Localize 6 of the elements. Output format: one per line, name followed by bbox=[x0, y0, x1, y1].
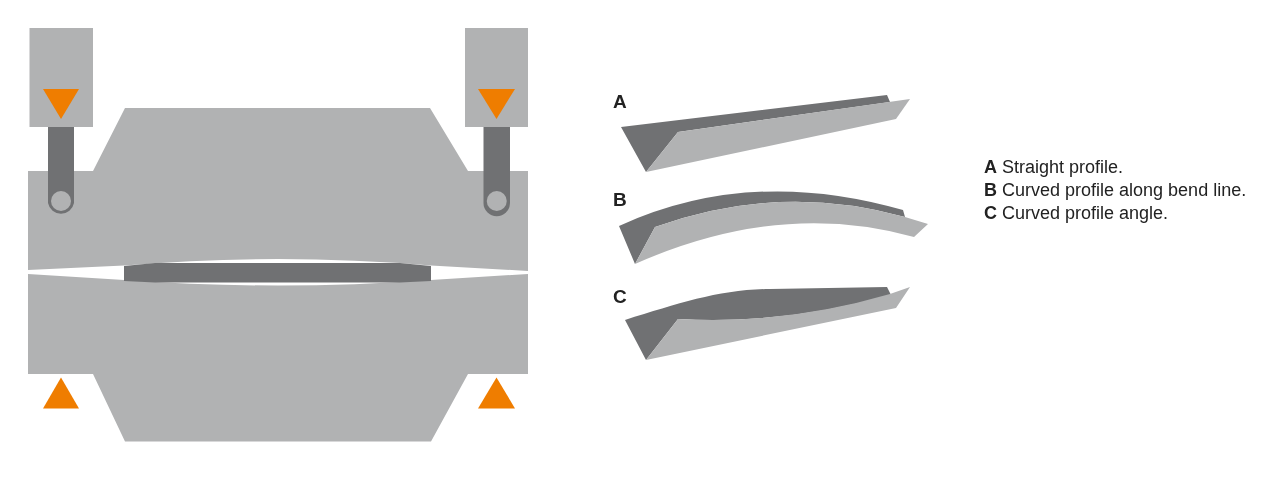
profile-letter: B bbox=[613, 190, 627, 209]
legend-text: C Curved profile angle. bbox=[984, 203, 1169, 223]
profile-letter: C bbox=[613, 287, 627, 306]
legend-text: A Straight profile. bbox=[984, 157, 1124, 177]
profile-letter: A bbox=[613, 92, 627, 111]
legend-text: B Curved profile along bend line. bbox=[984, 180, 1247, 200]
